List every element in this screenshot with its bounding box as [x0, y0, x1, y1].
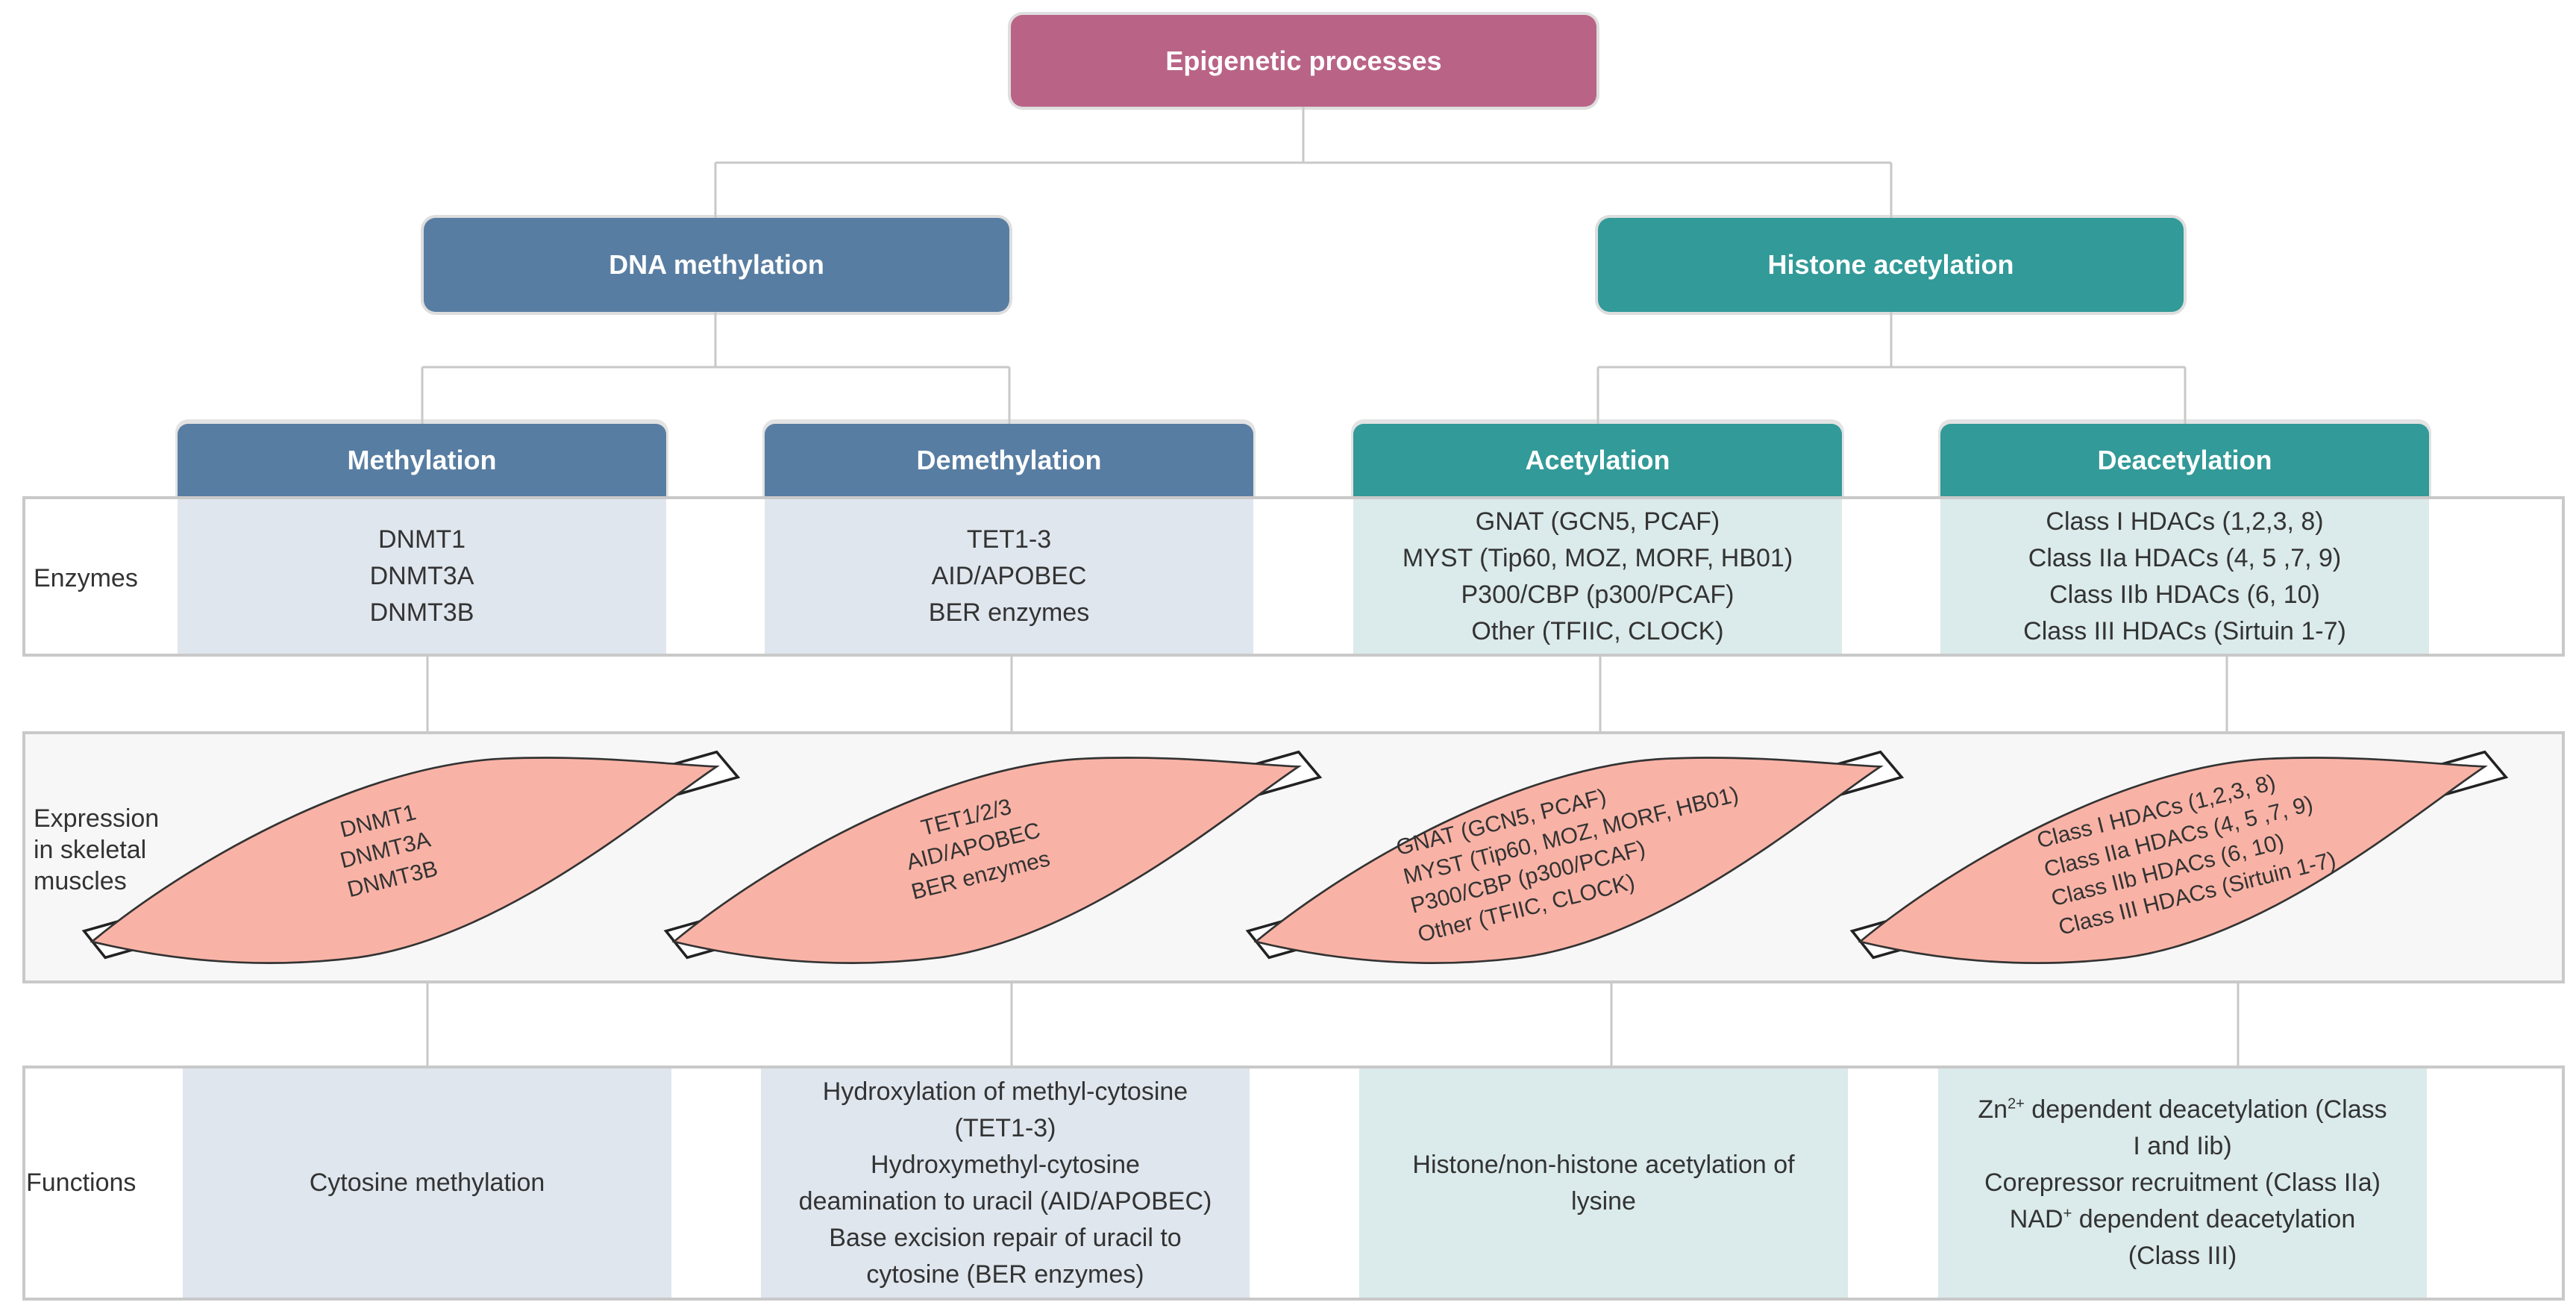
muscle-deacetylation — [1849, 750, 2509, 964]
function-line: Histone/non-histone acetylation of — [1412, 1150, 1795, 1179]
subcategory-acetylation-label: Acetylation — [1525, 444, 1670, 475]
root-node: Epigenetic processes — [1011, 15, 1596, 107]
subcategory-methylation-header: Methylation — [178, 424, 666, 496]
subcategory-methylation-label: Methylation — [347, 444, 497, 475]
enzyme-item: DNMT3A — [369, 562, 474, 590]
subcategory-demethylation-header: Demethylation — [765, 424, 1253, 496]
enzyme-item: Class I HDACs (1,2,3, 8) — [2046, 507, 2324, 536]
function-text: Zn — [1978, 1095, 2008, 1124]
function-line: Cytosine methylation — [309, 1168, 545, 1197]
functions-row-label: Functions — [26, 1168, 137, 1197]
subcategory-deacetylation-header: Deacetylation — [1940, 424, 2429, 496]
enzyme-item: P300/CBP (p300/PCAF) — [1461, 580, 1734, 609]
enzyme-item: BER enzymes — [928, 598, 1090, 627]
subcategory-deacetylation-label: Deacetylation — [2097, 444, 2272, 475]
function-line: lysine — [1571, 1186, 1636, 1216]
enzyme-item: Class IIb HDACs (6, 10) — [2049, 580, 2320, 609]
enzymes-cell-deacetylation: Class I HDACs (1,2,3, 8) Class IIa HDACs… — [1940, 499, 2429, 654]
muscle-methylation — [81, 750, 741, 964]
expression-label-line: in skeletal — [34, 836, 147, 864]
function-line: (Class III) — [2128, 1242, 2237, 1270]
function-line: Corepressor recruitment (Class IIa) — [1984, 1168, 2381, 1197]
expression-label-line: Expression — [34, 804, 160, 833]
functions-cell-demethylation: Hydroxylation of methyl-cytosine (TET1-3… — [761, 1069, 1250, 1298]
muscle-acetylation — [1245, 750, 1905, 964]
enzyme-item: Class III HDACs (Sirtuin 1-7) — [2023, 616, 2346, 645]
subcategory-acetylation-header: Acetylation — [1353, 424, 1842, 496]
expression-label-line: muscles — [34, 867, 127, 895]
function-text: dependent deacetylation (Class — [2024, 1095, 2387, 1124]
functions-cell-acetylation: Histone/non-histone acetylation of lysin… — [1359, 1069, 1848, 1298]
enzymes-cell-demethylation: TET1-3 AID/APOBEC BER enzymes — [765, 499, 1253, 654]
enzymes-cell-methylation: DNMT1 DNMT3A DNMT3B — [178, 499, 666, 654]
category-histone-acetylation-label: Histone acetylation — [1767, 249, 2014, 280]
subcategory-demethylation-label: Demethylation — [916, 444, 1102, 475]
enzymes-cell-acetylation: GNAT (GCN5, PCAF) MYST (Tip60, MOZ, MORF… — [1353, 499, 1842, 654]
category-dna-methylation-label: DNA methylation — [609, 249, 824, 280]
function-line: Hydroxymethyl-cytosine — [871, 1150, 1140, 1179]
enzyme-item: DNMT3B — [369, 598, 474, 627]
function-superscript: 2+ — [2008, 1095, 2025, 1113]
expression-row-label: Expression in skeletal muscles — [34, 803, 159, 897]
function-text: dependent deacetylation — [2072, 1205, 2356, 1233]
function-line: deamination to uracil (AID/APOBEC) — [798, 1186, 1212, 1216]
function-line: I and Iib) — [2133, 1132, 2232, 1160]
root-label: Epigenetic processes — [1165, 45, 1442, 76]
enzyme-item: TET1-3 — [966, 525, 1052, 554]
enzyme-item: Other (TFIIC, CLOCK) — [1471, 616, 1724, 645]
enzyme-item: Class IIa HDACs (4, 5 ,7, 9) — [2028, 543, 2342, 572]
enzyme-item: DNMT1 — [377, 525, 466, 554]
functions-cell-deacetylation: Zn2+ dependent deacetylation (Class I an… — [1938, 1069, 2427, 1298]
enzyme-item: MYST (Tip60, MOZ, MORF, HB01) — [1402, 543, 1793, 572]
function-line: Zn2+ dependent deacetylation (Class — [1978, 1092, 2387, 1128]
function-text: NAD — [2009, 1205, 2063, 1233]
enzyme-item: AID/APOBEC — [931, 562, 1087, 590]
functions-cell-methylation: Cytosine methylation — [183, 1069, 671, 1298]
muscle-demethylation — [663, 750, 1323, 964]
function-line: (TET1-3) — [954, 1113, 1056, 1142]
enzyme-item: GNAT (GCN5, PCAF) — [1475, 507, 1720, 536]
function-line: Hydroxylation of methyl-cytosine — [822, 1077, 1188, 1106]
function-line: Base excision repair of uracil to — [829, 1223, 1182, 1252]
category-histone-acetylation: Histone acetylation — [1598, 218, 2184, 312]
category-dna-methylation: DNA methylation — [424, 218, 1009, 312]
enzymes-row-label: Enzymes — [34, 564, 138, 592]
function-line: NAD+ dependent deacetylation — [2010, 1201, 2355, 1238]
function-line: cytosine (BER enzymes) — [866, 1260, 1144, 1289]
function-superscript: + — [2063, 1205, 2072, 1222]
